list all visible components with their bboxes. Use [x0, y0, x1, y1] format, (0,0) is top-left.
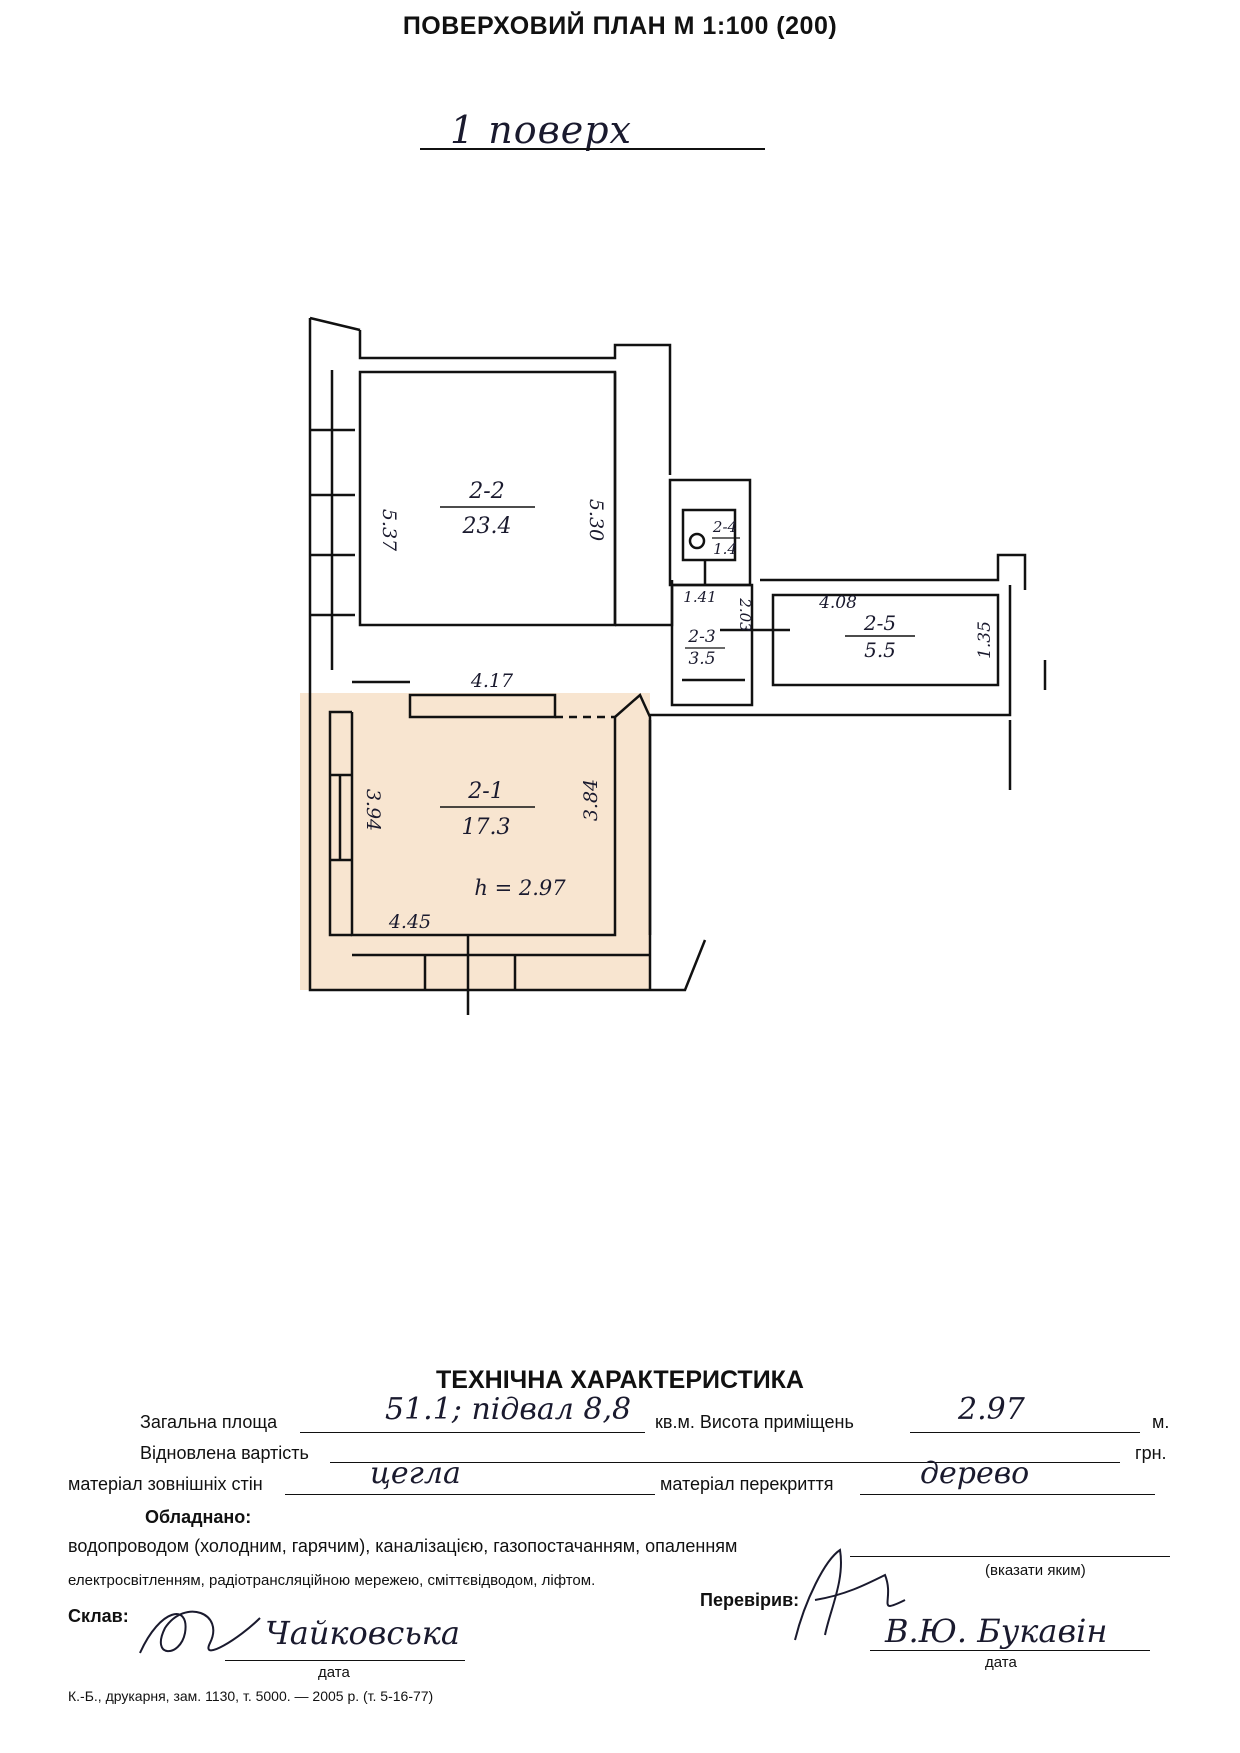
room-2-3-id: 2-3	[687, 627, 715, 647]
dim-1-35: 1.35	[975, 621, 995, 659]
walls-value: цегла	[370, 1456, 461, 1491]
height-value: 2.97	[958, 1392, 1025, 1427]
height-unit: м.	[1152, 1412, 1170, 1432]
compiled-signature	[139, 1610, 261, 1654]
dim-4-08: 4.08	[818, 593, 857, 613]
ceiling-line	[860, 1494, 1155, 1495]
room-2-2-area: 23.4	[462, 514, 512, 539]
dim-4-17: 4.17	[470, 670, 514, 692]
compiled-date-label: дата	[318, 1664, 350, 1681]
room-labels: 2-2 23.4 2-1 17.3 2-3 3.5 2-4 1.4 2-5 5.…	[440, 479, 915, 840]
checked-name: В.Ю. Букавін	[885, 1612, 1108, 1650]
checked-line	[870, 1650, 1150, 1651]
ceiling-label: матеріал перекриття	[660, 1474, 834, 1494]
room-2-1-id: 2-1	[467, 779, 503, 804]
dim-3-94: 3.94	[362, 789, 384, 831]
height-note: h = 2.97	[474, 876, 566, 900]
room-2-3-area: 3.5	[688, 649, 715, 669]
room-2-5-id: 2-5	[863, 611, 896, 635]
equip-line-1-rule	[850, 1556, 1170, 1557]
dim-5-30: 5.30	[585, 499, 607, 541]
highlight-zone	[300, 693, 650, 990]
walls-label: матеріал зовнішніх стін	[68, 1474, 263, 1494]
total-area-value: 51.1; підвал 8,8	[385, 1392, 632, 1427]
cost-label: Відновлена вартість	[140, 1443, 309, 1463]
room-2-2-id: 2-2	[468, 479, 504, 504]
dim-4-45: 4.45	[388, 911, 431, 933]
compiled-label: Склав:	[68, 1606, 129, 1626]
plan-walls	[308, 316, 1047, 1015]
dim-1-41: 1.41	[683, 588, 716, 606]
dim-3-84: 3.84	[580, 779, 602, 821]
equip-line-2: електросвітленням, радіотрансляційною ме…	[68, 1572, 596, 1589]
dim-2-03: 2.03	[736, 597, 754, 631]
height-line	[910, 1432, 1140, 1433]
floor-plan: 2-2 23.4 2-1 17.3 2-3 3.5 2-4 1.4 2-5 5.…	[300, 316, 1047, 1015]
checked-signature	[794, 1548, 906, 1641]
printer-footer: К.-Б., друкарня, зам. 1130, т. 5000. — 2…	[68, 1688, 434, 1704]
total-area-line	[300, 1432, 645, 1433]
cost-line	[330, 1462, 1120, 1463]
compiled-name: Чайковська	[265, 1614, 460, 1652]
equipped-label: Обладнано:	[145, 1507, 252, 1527]
ceiling-value: дерево	[920, 1456, 1030, 1491]
room-2-4-area: 1.4	[713, 540, 737, 558]
room-2-1-area: 17.3	[462, 815, 511, 840]
cost-unit: грн.	[1135, 1443, 1167, 1463]
total-area-label: Загальна площа	[140, 1412, 278, 1432]
tech-title: ТЕХНІЧНА ХАРАКТЕРИСТИКА	[436, 1366, 804, 1394]
specify-note: (вказати яким)	[985, 1562, 1086, 1579]
room-2-5-area: 5.5	[864, 638, 896, 662]
floor-label-underline	[420, 148, 765, 150]
compiled-line	[225, 1660, 465, 1661]
checked-label: Перевірив:	[700, 1590, 800, 1610]
floor-label: 1 поверх	[450, 108, 632, 152]
walls-line	[285, 1494, 655, 1495]
dim-5-37: 5.37	[378, 509, 400, 552]
area-unit-height-label: кв.м. Висота приміщень	[655, 1412, 854, 1432]
checked-date-label: дата	[985, 1654, 1017, 1671]
equip-line-1: водопроводом (холодним, гарячим), каналі…	[68, 1536, 738, 1556]
room-2-4-id: 2-4	[712, 518, 737, 536]
page-title: ПОВЕРХОВИЙ ПЛАН М 1:100 (200)	[402, 12, 838, 40]
dimension-labels: 5.37 5.30 4.17 3.94 3.84 4.45 1.41 2.03 …	[362, 499, 995, 933]
